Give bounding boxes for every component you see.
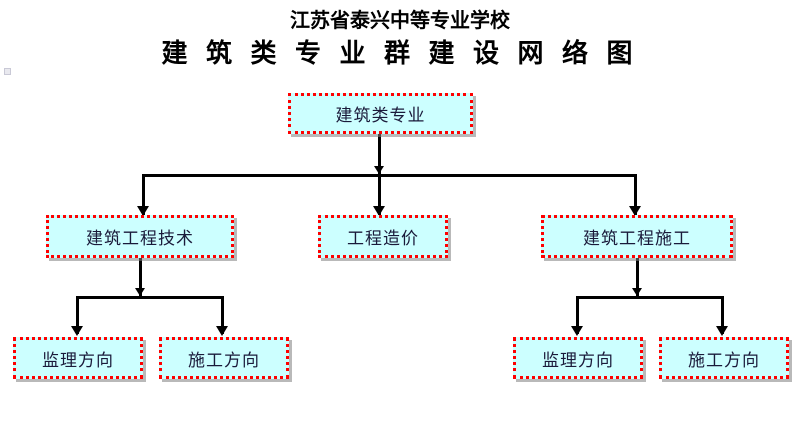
arrowhead-level1-right (629, 206, 641, 216)
node-label: 建筑工程技术 (86, 229, 194, 248)
arrowhead-level1-left (137, 206, 149, 216)
page-title-line2: 建 筑 类 专 业 群 建 设 网 络 图 (161, 39, 639, 68)
connector-arm-middle-level1 (378, 174, 381, 215)
image-artifact-speck (4, 68, 11, 75)
arrowhead-left-supervision (71, 326, 83, 336)
node-label: 施工方向 (188, 350, 260, 370)
node-construction-engineering-technology[interactable]: 建筑工程技术 (46, 215, 234, 258)
arrowhead-right-subtree-bus (632, 288, 642, 296)
node-right-supervision-direction[interactable]: 监理方向 (513, 337, 643, 379)
node-root-architecture-major[interactable]: 建筑类专业 (288, 93, 473, 134)
arrowhead-right-construction (716, 326, 728, 336)
arrowhead-root-bus (374, 166, 384, 174)
page-title-line1: 江苏省泰兴中等专业学校 (290, 10, 510, 32)
connector-arm-right-supervision (576, 296, 579, 334)
connector-arm-right-level1 (634, 174, 637, 215)
node-left-construction-direction[interactable]: 施工方向 (159, 337, 289, 379)
connector-arm-left-supervision (76, 296, 79, 334)
arrowhead-right-supervision (571, 326, 583, 336)
connector-root-stem (378, 133, 381, 175)
connector-bus-left-subtree (76, 296, 224, 299)
connector-bus-right-subtree (576, 296, 724, 299)
node-label: 施工方向 (688, 350, 760, 370)
node-label: 监理方向 (542, 350, 614, 370)
arrowhead-left-construction (216, 326, 228, 336)
arrowhead-level1-middle (373, 206, 385, 216)
arrowhead-left-subtree-bus (135, 288, 145, 296)
node-label: 建筑类专业 (335, 106, 426, 125)
connector-right-subtree-stem (636, 258, 639, 296)
connector-arm-right-construction (721, 296, 724, 334)
connector-arm-left-construction (221, 296, 224, 334)
connector-bus-level1 (142, 174, 637, 177)
node-left-supervision-direction[interactable]: 监理方向 (13, 337, 143, 379)
connector-arm-left-level1 (142, 174, 145, 215)
node-label: 建筑工程施工 (583, 229, 691, 248)
connector-left-subtree-stem (139, 258, 142, 296)
node-label: 工程造价 (347, 229, 419, 248)
node-right-construction-direction[interactable]: 施工方向 (659, 337, 789, 379)
node-engineering-cost[interactable]: 工程造价 (318, 215, 448, 258)
node-label: 监理方向 (42, 350, 114, 370)
node-construction-engineering-construction[interactable]: 建筑工程施工 (541, 215, 733, 258)
